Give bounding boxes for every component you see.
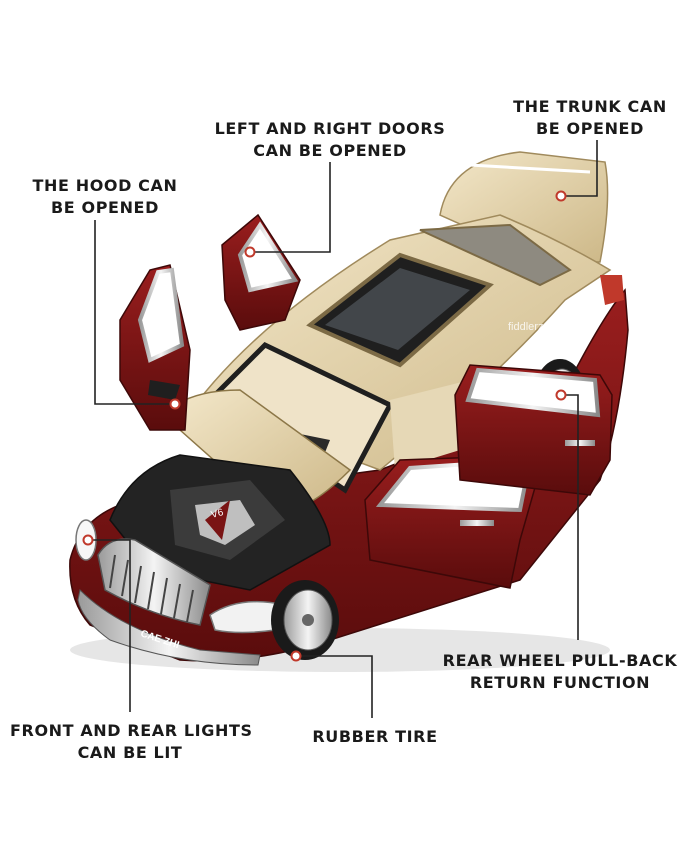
front-wheel [271,580,339,660]
callout-trunk-line1: THE TRUNK CAN [513,97,667,116]
callout-hood: THE HOOD CAN BE OPENED [20,175,190,219]
front-left-door [119,264,191,431]
callout-doors-line [244,162,331,258]
watermark-text: fiddlerz [508,321,543,333]
callout-doors-line1: LEFT AND RIGHT DOORS [214,119,446,138]
callout-wheel-line1: REAR WHEEL PULL-BACK [442,651,678,670]
callout-lights: FRONT AND REAR LIGHTS CAN BE LIT [10,720,253,764]
callout-lights-line2: CAN BE LIT [77,743,183,762]
rear-right-door [454,364,613,496]
callout-tire: RUBBER TIRE [295,726,455,748]
front-grille [97,538,211,626]
callout-tire-line1: RUBBER TIRE [312,727,438,746]
engine-label: V6 [210,507,225,521]
callout-trunk-line2: BE OPENED [536,119,644,138]
callout-wheel: REAR WHEEL PULL-BACK RETURN FUNCTION [430,650,690,694]
rear-left-door [221,213,301,331]
callout-hood-line1: THE HOOD CAN [32,176,178,195]
callout-lights-line [82,534,131,712]
callout-wheel-line2: RETURN FUNCTION [469,673,651,692]
callout-lights-line1: FRONT AND REAR LIGHTS [10,721,253,740]
engine-bay [109,454,331,591]
callout-tire-line [290,650,373,718]
callout-hood-line2: BE OPENED [51,198,159,217]
callout-trunk: THE TRUNK CAN BE OPENED [500,96,680,140]
taillight [600,275,624,305]
callout-hood-line [94,220,181,410]
callout-trunk-line [555,140,598,202]
trunk-lid [439,151,609,263]
callout-doors: LEFT AND RIGHT DOORS CAN BE OPENED [210,118,450,162]
callout-wheel-line [555,389,579,640]
callout-doors-line2: CAN BE OPENED [253,141,407,160]
